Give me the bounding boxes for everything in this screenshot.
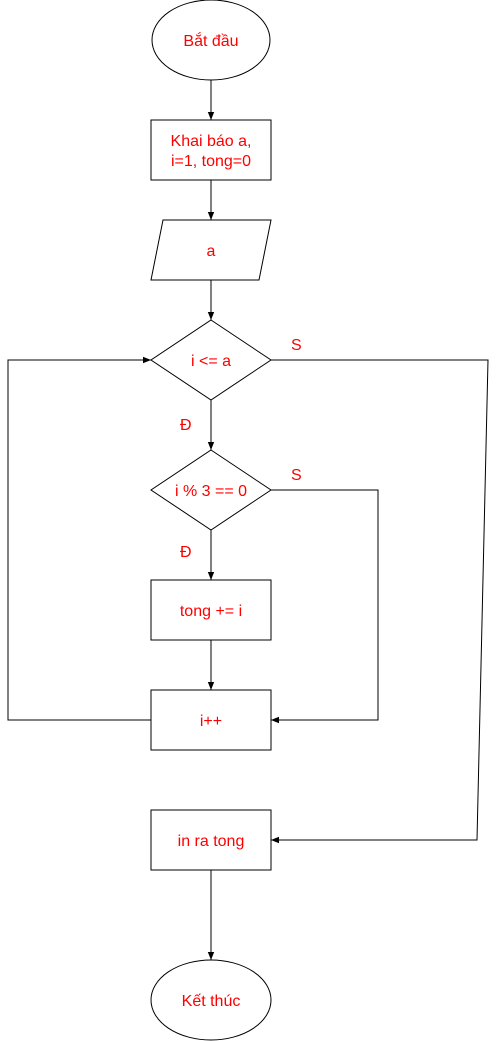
- cond-loop-node: [150, 319, 272, 401]
- edge-inc-loop-back: [7, 356, 151, 721]
- cond-mod-label: i % 3 == 0: [175, 483, 247, 500]
- inc-node: [150, 689, 272, 751]
- input-label: a: [207, 243, 216, 260]
- declare-label-line2: i=1, tong=0: [171, 153, 251, 170]
- edge-cond-mod-false: [271, 489, 379, 724]
- add-label: tong += i: [180, 603, 242, 620]
- edge-cond-loop-false: [271, 359, 489, 844]
- cond-mod-node: [150, 449, 272, 531]
- input-node: [150, 219, 272, 281]
- end-node: [150, 959, 272, 1041]
- inc-label: i++: [200, 713, 222, 730]
- declare-label-line1: Khai báo a,: [171, 133, 252, 150]
- start-label: Bắt đầu: [183, 31, 238, 50]
- cond-loop-label: i <= a: [191, 353, 231, 370]
- declare-node: [150, 119, 272, 181]
- add-node: [150, 579, 272, 641]
- start-node: [151, 0, 271, 81]
- output-label: in ra tong: [178, 833, 245, 850]
- cond-loop-false-label: S: [291, 337, 302, 354]
- output-node: [150, 809, 272, 871]
- cond-mod-true-label: Đ: [180, 544, 192, 561]
- cond-mod-false-label: S: [291, 467, 302, 484]
- cond-loop-true-label: Đ: [180, 417, 192, 434]
- end-label: Kết thúc: [182, 993, 241, 1010]
